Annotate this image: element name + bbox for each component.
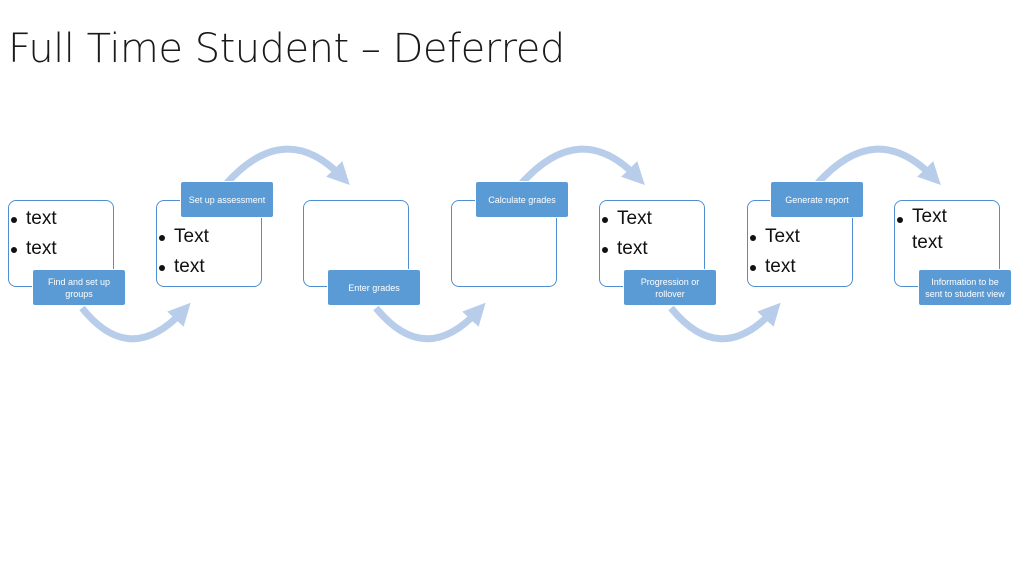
step-2-label: Set up assessment: [180, 181, 274, 218]
step-4-label: Calculate grades: [475, 181, 569, 218]
arrow-5-to-6: [668, 302, 781, 343]
bullet-item: Text: [748, 222, 852, 252]
step-7-line-2: text: [912, 232, 943, 253]
bullet-item: Text text: [895, 204, 999, 256]
bullet-item: text: [748, 252, 852, 282]
arrow-3-to-4: [373, 302, 486, 343]
step-1-label: Find and set up groups: [32, 269, 126, 306]
bullet-item: text: [9, 204, 113, 234]
step-5-bullets: Text text: [600, 201, 704, 264]
arrow-1-to-2: [79, 302, 191, 343]
bullet-item: text: [600, 234, 704, 264]
arrow-2-to-3: [223, 145, 350, 187]
step-7-bullets: Text text: [895, 201, 999, 256]
step-1-bullets: text text: [9, 201, 113, 264]
bullet-item: text: [157, 252, 261, 282]
step-5-label: Progression or rollover: [623, 269, 717, 306]
arrow-6-to-7: [814, 145, 941, 187]
step-3-label: Enter grades: [327, 269, 421, 306]
step-7-label: Information to be sent to student view: [918, 269, 1012, 306]
step-7-line-1: Text: [912, 206, 947, 227]
page-title: Full Time Student – Deferred: [8, 26, 565, 72]
bullet-item: Text: [600, 204, 704, 234]
bullet-item: Text: [157, 222, 261, 252]
step-2-bullets: Text text: [157, 201, 261, 282]
step-6-label: Generate report: [770, 181, 864, 218]
bullet-item: text: [9, 234, 113, 264]
step-6-bullets: Text text: [748, 201, 852, 282]
arrow-4-to-5: [518, 145, 645, 187]
